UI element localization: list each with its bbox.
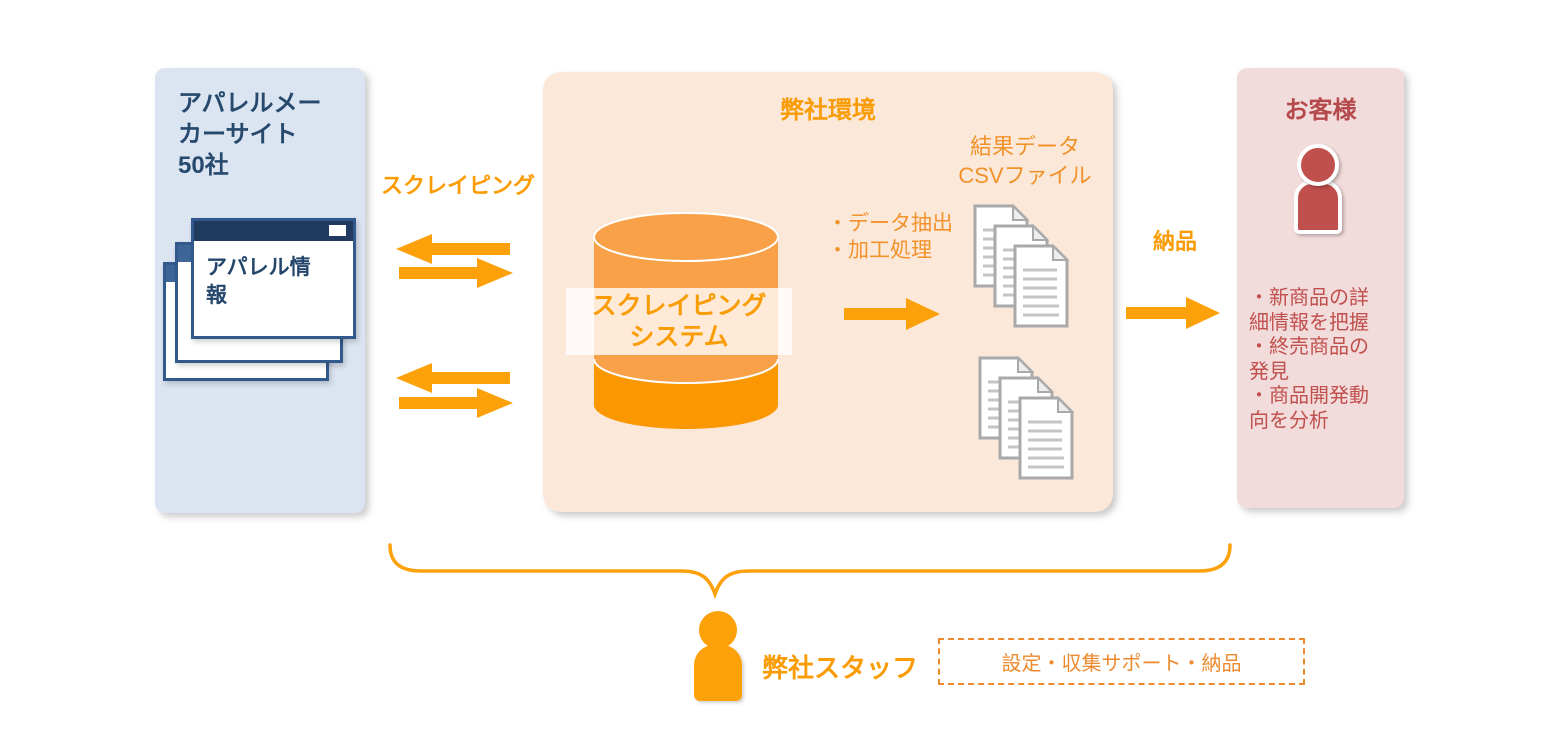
right-arrow-icon	[399, 388, 513, 418]
right-arrow-icon	[1126, 297, 1220, 329]
right-arrow-icon	[844, 298, 940, 330]
result-csv-label: 結果データ CSVファイル	[958, 134, 1092, 188]
person-head	[1297, 144, 1339, 186]
document-icon	[1013, 244, 1069, 328]
apparel-info-label: アパレル情 報	[206, 256, 311, 307]
staff-support-box: 設定・収集サポート・納品	[938, 638, 1305, 685]
left-arrow-icon	[396, 363, 510, 393]
person-head	[699, 611, 737, 649]
customer-box	[1237, 68, 1404, 508]
person-body	[694, 645, 742, 701]
delivery-label: 納品	[1152, 229, 1197, 254]
browser-window-front: アパレル情 報	[191, 218, 356, 339]
person-body	[1294, 180, 1342, 234]
customer-benefits: ・新商品の詳 細情報を把握 ・終売商品の 発見 ・商品開発動 向を分析	[1249, 287, 1369, 432]
right-arrow-icon	[399, 258, 513, 288]
left-arrow-icon	[396, 234, 510, 264]
company-environment-title: 弊社環境	[780, 97, 876, 124]
customer-title: お客様	[1284, 97, 1357, 124]
window-titlebar	[194, 221, 353, 241]
process-bullets: ・データ抽出 ・加工処理	[827, 212, 953, 262]
scraping-label: スクレイピング	[381, 173, 536, 198]
csv-document-stack-icon	[973, 204, 1069, 328]
customer-person-icon	[1294, 144, 1342, 236]
scraping-system-label: スクレイピング システム	[566, 288, 792, 355]
staff-person-icon	[694, 611, 742, 703]
csv-document-stack-icon	[978, 356, 1074, 480]
staff-label: 弊社スタッフ	[762, 653, 919, 683]
staff-support-note: 設定・収集サポート・納品	[1001, 653, 1242, 675]
window-control-icon	[329, 225, 346, 236]
apparel-sites-title: アパレルメー カーサイト 50社	[178, 90, 322, 179]
curly-brace-icon	[388, 543, 1232, 599]
document-icon	[1018, 396, 1074, 480]
